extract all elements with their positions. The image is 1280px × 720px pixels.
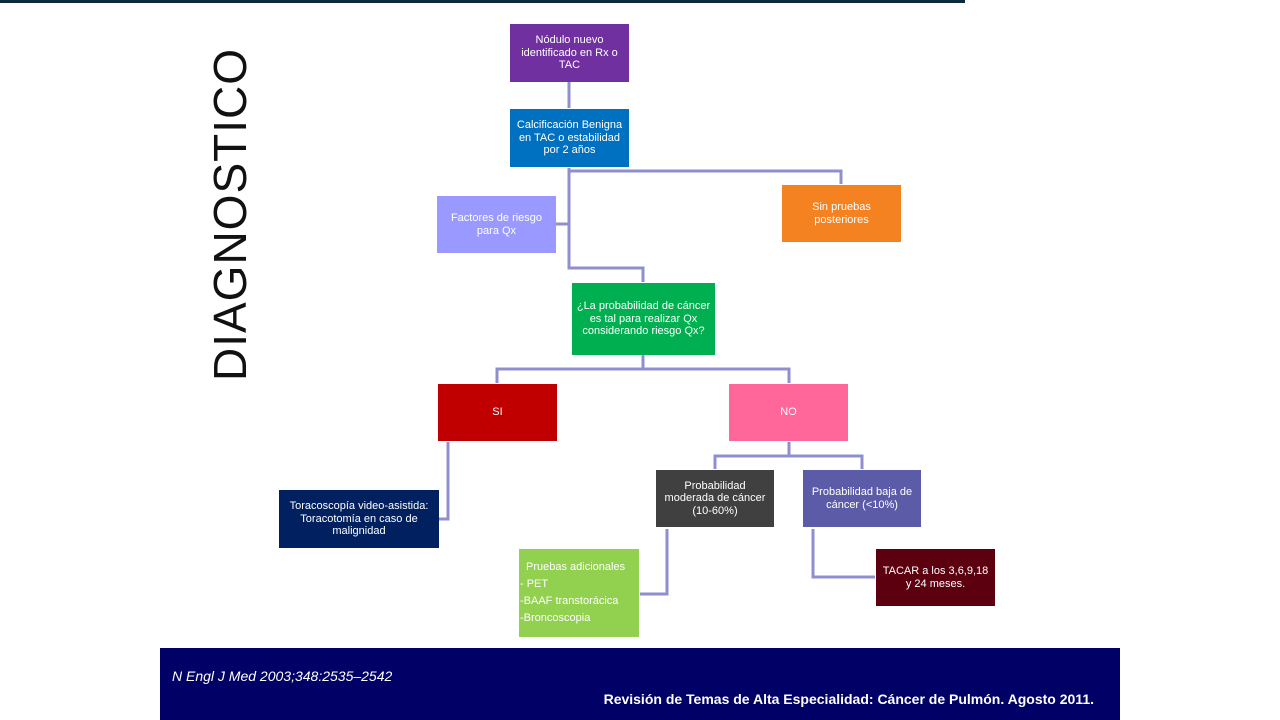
node-no-further-tests: Sin pruebas posteriores [782, 185, 901, 242]
node-low-probability: Probabilidad baja de cáncer (<10%) [803, 470, 921, 527]
node-risk-factors: Factores de riesgo para Qx [437, 196, 556, 253]
additional-tests-title: Pruebas adicionales [526, 561, 626, 573]
footer-bar: N Engl J Med 2003;348:2535–2542 Revisión… [160, 648, 1120, 720]
node-hrct-followup: TACAR a los 3,6,9,18 y 24 meses. [876, 549, 995, 606]
node-no-text: NO [780, 406, 797, 419]
connector-to-no-further-tests [569, 169, 843, 184]
node-low-probability-text: Probabilidad baja de cáncer (<10%) [811, 486, 913, 511]
additional-tests-item: -BAAF transtorácica [520, 595, 619, 607]
node-yes-text: SI [492, 406, 503, 419]
node-no: NO [729, 384, 848, 441]
node-new-nodule: Nódulo nuevo identificado en Rx o TAC [510, 24, 629, 82]
connector-to-low-probability [715, 454, 864, 469]
node-vats: Toracoscopía video-asistida: Toracotomía… [279, 490, 439, 548]
footer-reference: N Engl J Med 2003;348:2535–2542 [172, 668, 393, 684]
node-yes: SI [438, 384, 557, 441]
additional-tests-item: - PET [520, 578, 549, 590]
node-cancer-probability-question-text: ¿La probabilidad de cáncer es tal para r… [576, 300, 711, 338]
connector-to-no [643, 367, 791, 383]
node-hrct-followup-text: TACAR a los 3,6,9,18 y 24 meses. [882, 565, 989, 590]
node-additional-tests: Pruebas adicionales - PET -BAAF transtor… [519, 549, 639, 637]
connector-calcification-split [567, 168, 645, 282]
additional-tests-item: -Broncoscopia [520, 612, 591, 624]
node-risk-factors-text: Factores de riesgo para Qx [450, 212, 543, 237]
connector-low-to-hrct [811, 529, 875, 579]
top-rule [0, 0, 965, 3]
node-no-further-tests-text: Sin pruebas posteriores [812, 201, 871, 226]
node-vats-text: Toracoscopía video-asistida: Toracotomía… [289, 500, 429, 538]
node-new-nodule-text: Nódulo nuevo identificado en Rx o TAC [521, 34, 618, 72]
node-moderate-probability: Probabilidad moderada de cáncer (10-60%) [656, 470, 774, 527]
connector-moderate-to-tests [640, 529, 669, 596]
connector-yes-to-vats [439, 442, 450, 521]
node-benign-calcification: Calcificación Benigna en TAC o estabilid… [510, 109, 629, 167]
node-moderate-probability-text: Probabilidad moderada de cáncer (10-60%) [664, 479, 766, 517]
node-benign-calcification-text: Calcificación Benigna en TAC o estabilid… [516, 119, 623, 157]
connector-question-split [495, 355, 645, 383]
footer-source: Revisión de Temas de Alta Especialidad: … [603, 691, 1094, 707]
node-cancer-probability-question: ¿La probabilidad de cáncer es tal para r… [572, 283, 715, 355]
